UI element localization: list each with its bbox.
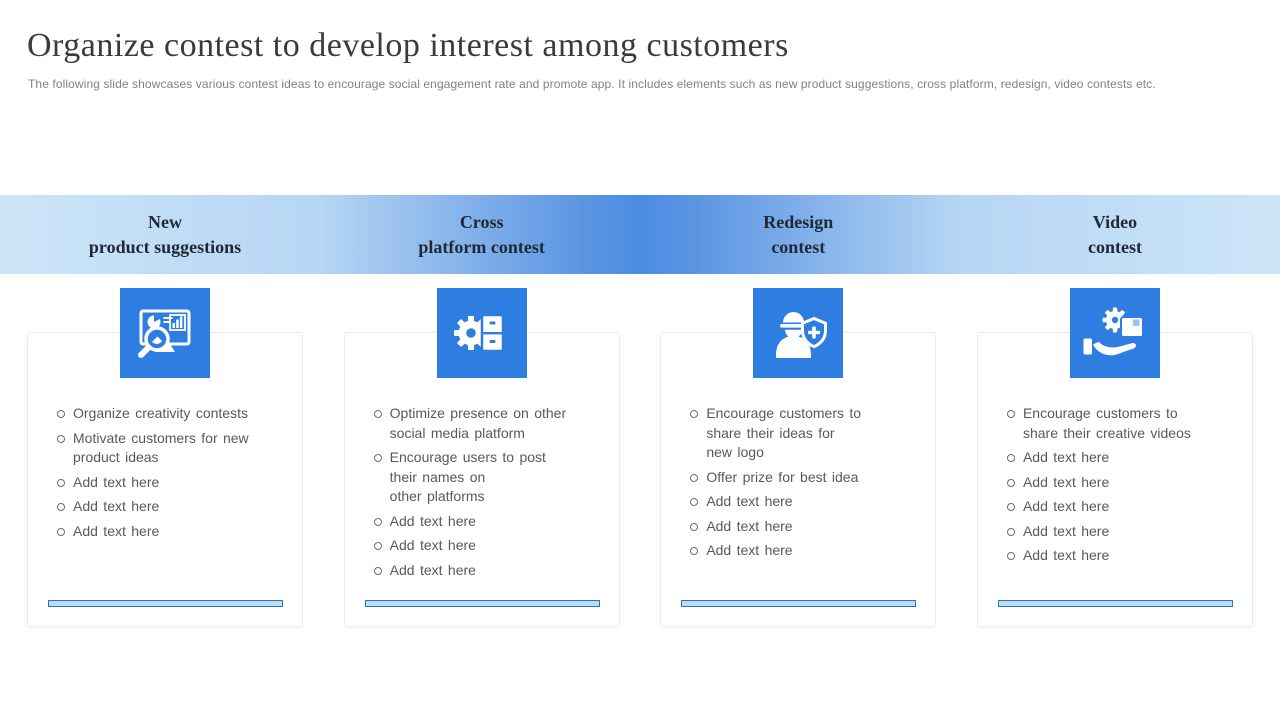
bullet-item: Add text here [978,473,1246,493]
bullet-item: Add text here [978,546,1246,566]
gear-platform-icon [453,313,504,353]
column-header: Video contest [1087,211,1142,257]
bullet-item: Encourage users to post their names on o… [345,448,613,507]
bullet-item: Encourage customers to share their creat… [978,404,1246,443]
user-shield-icon [776,312,828,358]
bullet-item: Add text here [345,512,613,532]
bullet-item: Optimize presence on other social media … [345,404,613,443]
column-header: Cross platform contest [418,211,545,257]
contest-column: Optimize presence on other social media … [343,274,620,654]
hand-box-gear-icon [1083,307,1144,356]
slide-subtitle: The following slide showcases various co… [28,77,1156,91]
contest-icon-tile [1069,288,1160,378]
contest-icon-tile [436,288,527,378]
column-header: Redesign contest [763,211,834,257]
card-accent-bar [48,600,283,607]
contest-icon-tile [753,288,844,378]
bullet-item: Add text here [978,522,1246,542]
bullet-item: Add text here [345,536,613,556]
product-analytics-search-icon [138,309,191,358]
bullet-item: Add text here [978,448,1246,468]
bullet-item: Add text here [978,497,1246,517]
bullet-list: Optimize presence on other social media … [345,404,613,585]
card-accent-bar [364,600,600,607]
bullet-item: Add text here [28,497,296,517]
category-band [0,195,1280,274]
bullet-item: Add text here [345,561,613,581]
bullet-list: Encourage customers to share their ideas… [661,404,929,566]
bullet-item: Add text here [661,541,929,561]
column-header: New product suggestions [88,211,242,257]
column-headers-row: New product suggestions Cross platform co… [27,195,1253,274]
bullet-item: Encourage customers to share their ideas… [661,404,929,463]
contest-card: Encourage customers to share their ideas… [660,332,937,627]
bullet-item: Add text here [28,473,296,493]
contest-card: Optimize presence on other social media … [343,332,620,627]
contest-icon-tile [120,288,210,378]
bullet-item: Add text here [661,492,929,512]
bullet-item: Add text here [28,522,296,542]
page-title: Organize contest to develop interest amo… [27,27,789,64]
bullet-list: Encourage customers to share their creat… [978,404,1246,571]
bullet-item: Add text here [661,517,929,537]
bullet-item: Offer prize for best idea [661,468,929,488]
bullet-item: Motivate customers for new product ideas [28,429,296,468]
card-accent-bar [997,600,1233,607]
contest-column: Encourage customers to share their creat… [976,274,1253,654]
card-accent-bar [681,600,917,607]
contest-column: Encourage customers to share their ideas… [660,274,937,654]
contest-card: Encourage customers to share their creat… [976,332,1253,627]
bullet-item: Organize creativity contests [28,404,296,424]
